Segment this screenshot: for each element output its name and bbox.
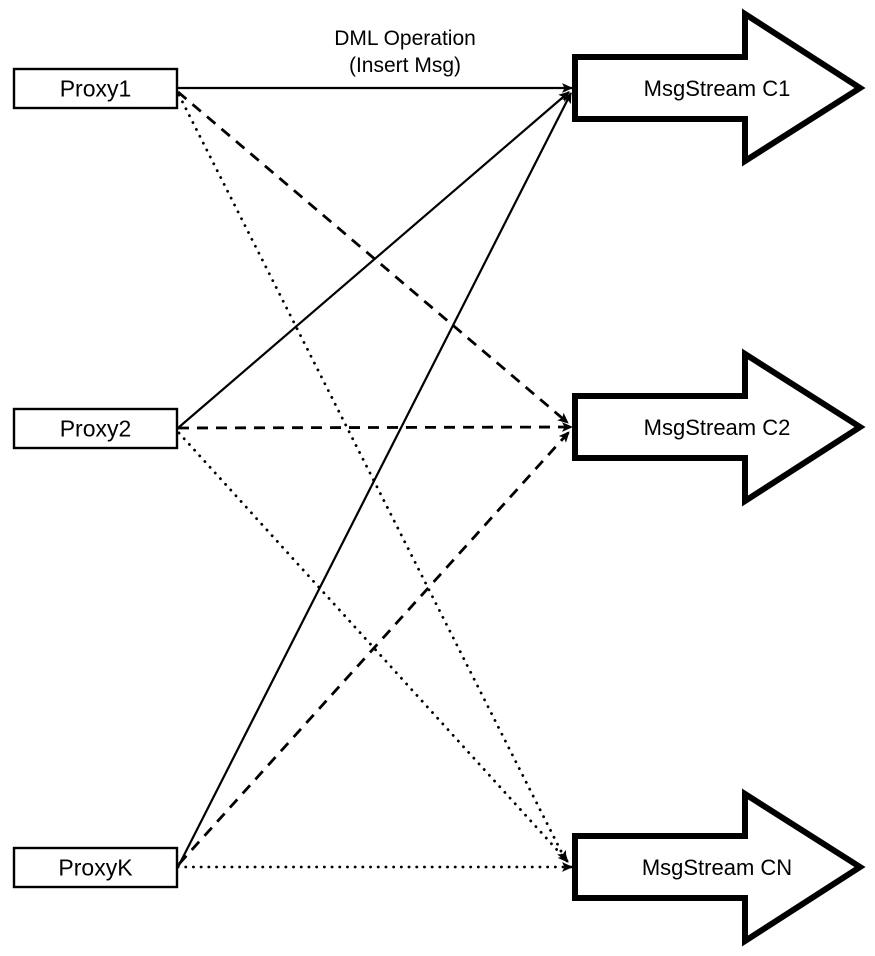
caption-line-1: DML Operation: [334, 27, 476, 50]
caption-line-2: (Insert Msg): [349, 54, 461, 77]
proxy-box-proxyK: [12, 846, 179, 889]
edge-proxy2-to-c2: [177, 422, 573, 432]
proxy-node-proxyK[interactable]: ProxyK: [12, 846, 179, 889]
streams-layer: MsgStream C1 MsgStream C2 MsgStream CN: [572, 8, 866, 947]
edge-proxy2-to-c1: [177, 91, 570, 429]
dml-operation-caption: DML Operation (Insert Msg): [334, 27, 476, 77]
edge-proxy1-to-cn: [177, 93, 568, 863]
proxy-box-proxy2: [12, 407, 179, 450]
edge-proxy1-to-c2: [177, 90, 569, 425]
msgstream-arrow-shape-c2: [572, 348, 866, 507]
proxy-label-proxy2: Proxy2: [60, 416, 132, 442]
msgstream-node-c1[interactable]: MsgStream C1: [572, 8, 866, 167]
msgstream-arrow-shape-c1: [572, 8, 866, 167]
msgstream-node-cn[interactable]: MsgStream CN: [572, 788, 866, 947]
proxy-box-proxy1: [12, 67, 179, 110]
msgstream-label-c1: MsgStream C1: [644, 76, 791, 101]
msgstream-label-c2: MsgStream C2: [644, 415, 791, 440]
msgstream-node-c2[interactable]: MsgStream C2: [572, 348, 866, 507]
proxy-label-proxyK: ProxyK: [58, 855, 133, 881]
msgstream-label-cn: MsgStream CN: [642, 855, 792, 880]
edge-proxyK-to-c1: [177, 92, 572, 868]
edge-proxyK-to-c2: [177, 431, 571, 865]
edges-layer: [176, 83, 574, 872]
proxy-label-proxy1: Proxy1: [60, 76, 132, 102]
proxy-node-proxy2[interactable]: Proxy2: [12, 407, 179, 450]
msgstream-arrow-shape-cn: [572, 788, 866, 947]
proxy-node-proxy1[interactable]: Proxy1: [12, 67, 179, 110]
